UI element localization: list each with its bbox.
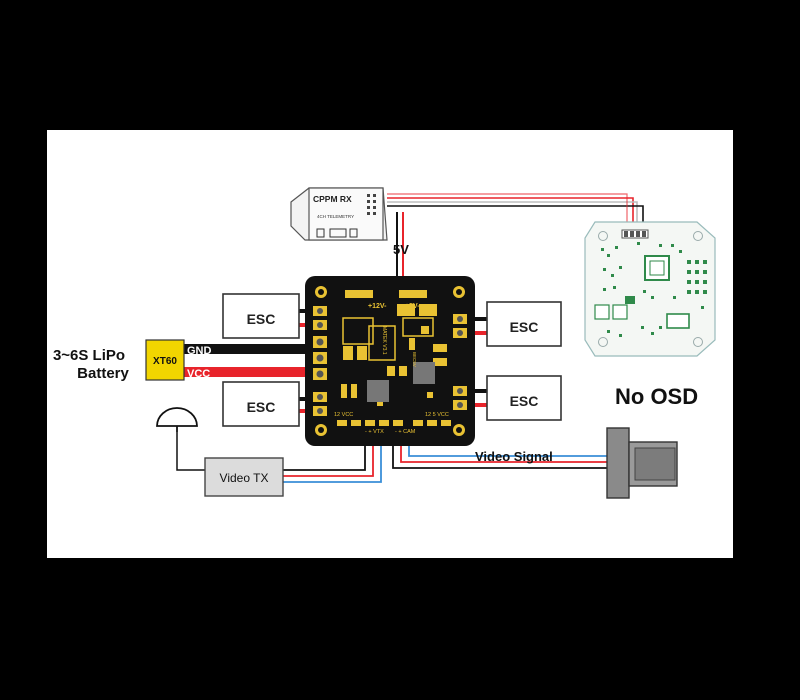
pdb-board: +12V- +5V- MATEK V3.1 BEC5V 12 VCC - + V… — [305, 276, 475, 446]
pdb-cam-pins-label: - + CAM — [395, 429, 416, 435]
pdb-12v-label: +12V- — [368, 303, 387, 310]
diagram-panel: CPPM RX 4CH TELEMETRY 5V — [47, 130, 733, 558]
no-osd-label: No OSD — [615, 384, 698, 409]
receiver-title: CPPM RX — [313, 194, 352, 204]
xt60-label: XT60 — [153, 356, 177, 367]
esc-top-right: ESC — [486, 301, 562, 347]
pdb-model-label: MATEK V3.1 — [381, 326, 387, 355]
cppm-receiver: CPPM RX 4CH TELEMETRY — [290, 187, 388, 241]
esc-label: ESC — [247, 311, 276, 327]
vtx-wires — [283, 436, 382, 483]
receiver-subtitle: 4CH TELEMETRY — [317, 214, 354, 219]
rx-signal-wires — [387, 193, 644, 230]
esc-label: ESC — [247, 399, 276, 415]
flight-controller — [584, 221, 716, 357]
battery-leads — [184, 344, 317, 377]
battery-connector: 3~6S LiPo Battery XT60 GND VCC — [53, 339, 212, 382]
camera-icon — [606, 427, 678, 499]
battery-label-line2: Battery — [77, 365, 129, 382]
antenna-icon — [156, 407, 198, 432]
antenna-cable — [176, 432, 205, 471]
pdb-5vcc-label: 12 5 VCC — [425, 412, 449, 418]
wiring-diagram: CPPM RX 4CH TELEMETRY 5V — [53, 187, 716, 499]
battery-label-line1: 3~6S LiPo — [53, 347, 125, 364]
esc-bottom-left: ESC — [222, 381, 300, 427]
esc-bottom-right: ESC — [486, 375, 562, 421]
gnd-label: GND — [187, 345, 212, 357]
esc-top-left: ESC — [222, 293, 300, 339]
pdb-5v-label: +5V- — [405, 303, 420, 310]
pdb-12vcc-label: 12 VCC — [334, 412, 353, 418]
rx-5v-wires — [396, 212, 404, 280]
vcc-label: VCC — [187, 368, 210, 380]
receiver-voltage-label: 5V — [393, 242, 409, 257]
pdb-side-label: BEC5V — [412, 352, 417, 367]
video-signal-label: Video Signal — [475, 449, 553, 464]
pdb-vtx-pins-label: - + VTX — [365, 429, 384, 435]
esc-label: ESC — [510, 319, 539, 335]
video-tx-label: Video TX — [220, 471, 269, 485]
esc-label: ESC — [510, 393, 539, 409]
video-tx: Video TX — [204, 457, 284, 497]
